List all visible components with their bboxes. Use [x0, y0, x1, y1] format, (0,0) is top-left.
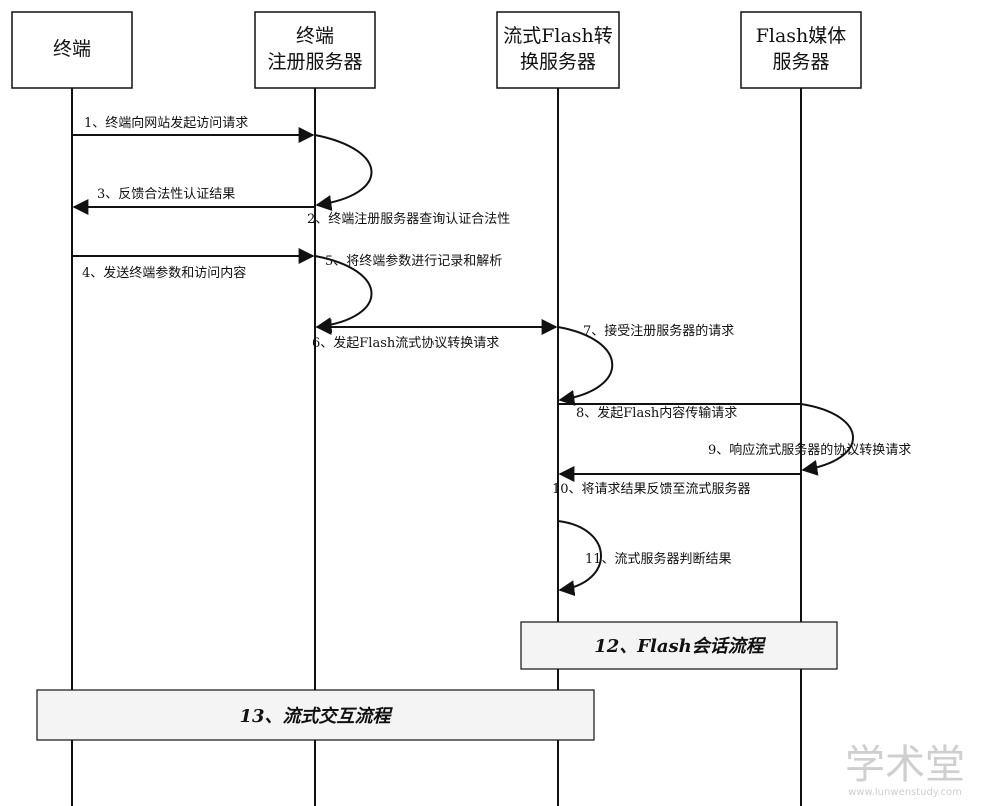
message-11-arrow — [557, 520, 602, 597]
message-10-label: 10、将请求结果反馈至流式服务器 — [552, 481, 751, 497]
watermark-text: 学术堂 — [845, 742, 965, 788]
message-4-label: 4、发送终端参数和访问内容 — [82, 265, 246, 281]
frame-flash-session-title: 12、Flash会话流程 — [594, 636, 767, 657]
actor-flash-media-server: Flash媒体 服务器 — [740, 11, 862, 89]
actor-registration-server: 终端 注册服务器 — [254, 11, 376, 89]
actor-flash-media-server-line2: 服务器 — [772, 51, 829, 73]
actor-flash-media-server-line1: Flash媒体 — [756, 25, 847, 47]
message-9-arrow — [800, 403, 854, 476]
actor-registration-server-line2: 注册服务器 — [267, 51, 362, 73]
message-1-label: 1、终端向网站发起访问请求 — [84, 115, 248, 131]
watermark-url: www.lunwenstudy.com — [848, 787, 962, 798]
message-6-label: 6、发起Flash流式协议转换请求 — [312, 335, 499, 351]
message-7-label: 7、接受注册服务器的请求 — [583, 323, 734, 339]
actor-flash-conversion-server: 流式Flash转 换服务器 — [496, 11, 620, 89]
message-9-label: 9、响应流式服务器的协议转换请求 — [708, 442, 911, 458]
frame-streaming-interaction-title: 13、流式交互流程 — [239, 706, 393, 727]
message-2-label: 2、终端注册服务器查询认证合法性 — [307, 211, 510, 227]
message-7-arrow — [557, 326, 614, 406]
message-2-arrow — [314, 134, 373, 211]
actor-terminal-line1: 终端 — [53, 38, 91, 60]
actor-flash-conversion-server-line2: 换服务器 — [520, 51, 596, 73]
message-5-label: 5、将终端参数进行记录和解析 — [325, 253, 502, 269]
message-8-label: 8、发起Flash内容传输请求 — [576, 405, 737, 421]
frame-flash-session: 12、Flash会话流程 — [520, 621, 838, 670]
message-3-label: 3、反馈合法性认证结果 — [97, 187, 235, 202]
actor-terminal: 终端 — [11, 11, 133, 89]
actor-registration-server-line1: 终端 — [296, 25, 334, 47]
frame-streaming-interaction: 13、流式交互流程 — [36, 689, 595, 741]
actor-flash-conversion-server-line1: 流式Flash转 — [503, 25, 613, 47]
message-11-label: 11、流式服务器判断结果 — [585, 551, 732, 567]
watermark: 学术堂 www.lunwenstudy.com — [845, 742, 965, 798]
